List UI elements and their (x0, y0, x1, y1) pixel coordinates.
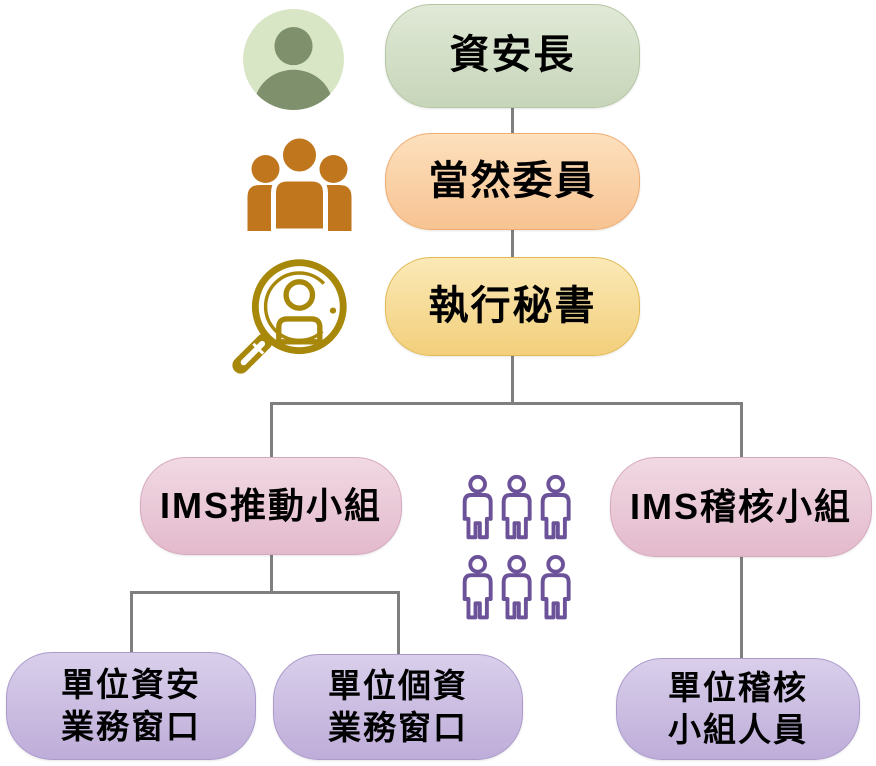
connector-line (511, 229, 514, 258)
magnifier-person-icon (227, 251, 354, 378)
node-ims-audit-team: IMS稽核小組 (610, 457, 872, 557)
people-crowd-icon (456, 473, 573, 621)
ims-audit-team-label: IMS稽核小組 (629, 485, 852, 527)
ciso-label: 資安長 (449, 33, 576, 78)
ex-officio-members-label: 當然委員 (428, 158, 597, 203)
connector-line (397, 591, 400, 655)
node-unit-privacy-contact: 單位個資 業務窗口 (273, 654, 523, 760)
connector-line (511, 355, 514, 404)
unit-security-contact-label: 單位資安 業務窗口 (61, 665, 201, 745)
node-ims-promotion-team: IMS推動小組 (140, 457, 402, 555)
unit-audit-members-label: 單位稽核 小組人員 (668, 668, 808, 748)
person-avatar-icon (242, 8, 345, 111)
node-unit-security-contact: 單位資安 業務窗口 (6, 652, 256, 760)
connector-line (270, 402, 743, 405)
unit-privacy-contact-label: 單位個資 業務窗口 (328, 666, 468, 746)
connector-line (740, 555, 743, 659)
connector-line (270, 554, 273, 593)
node-executive-secretary: 執行秘書 (385, 257, 640, 356)
connector-line (740, 402, 743, 458)
connector-line (130, 591, 400, 594)
connector-line (130, 591, 133, 653)
node-ciso: 資安長 (385, 4, 640, 108)
executive-secretary-label: 執行秘書 (428, 283, 597, 328)
node-ex-officio-members: 當然委員 (385, 133, 640, 230)
people-group-icon (244, 133, 355, 234)
connector-line (270, 402, 273, 458)
ims-promotion-team-label: IMS推動小組 (159, 484, 382, 526)
connector-line (511, 107, 514, 133)
node-unit-audit-members: 單位稽核 小組人員 (616, 658, 860, 760)
